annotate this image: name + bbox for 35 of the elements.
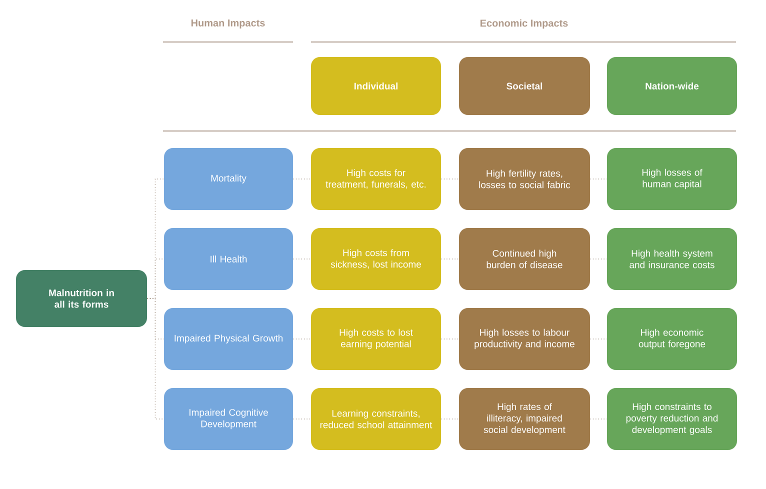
cost-box: High losses to labour productivity and income <box>459 308 590 370</box>
cost-box: High costs for treatment, funerals, etc. <box>311 148 441 210</box>
column-heading: Economic Impacts <box>480 19 568 29</box>
column-header-box: Individual <box>311 57 441 115</box>
connector-line <box>590 338 608 340</box>
column-heading: Human Impacts <box>191 20 265 28</box>
connector-line <box>590 418 608 420</box>
connector-line <box>292 258 312 260</box>
cost-box: High losses of human capital <box>607 148 737 210</box>
impact-box: Impaired Cognitive Development <box>164 388 293 450</box>
connector-line <box>440 258 460 260</box>
cost-box: High fertility rates, losses to social fabric <box>459 148 590 210</box>
column-header-box: Societal <box>459 57 590 115</box>
cost-box: Learning constraints, reduced school attainment <box>311 388 441 450</box>
connector-line <box>440 418 460 420</box>
connector-line <box>146 298 164 420</box>
connector-line <box>292 338 312 340</box>
connector-line <box>292 418 312 420</box>
cost-box: High costs to lost earning potential <box>311 308 441 370</box>
connector-line <box>440 178 460 180</box>
impact-box: Impaired Physical Growth <box>164 308 293 370</box>
cost-box: Continued high burden of disease <box>459 228 590 290</box>
connector-line <box>590 258 608 260</box>
cost-box: High economic output foregone <box>607 308 737 370</box>
cost-box: High costs from sickness, lost income <box>311 228 441 290</box>
cost-box: High rates of illiteracy, impaired social development <box>459 388 590 450</box>
impact-box: Mortality <box>164 148 293 210</box>
root-box: Malnutrition in all its forms <box>16 270 147 327</box>
column-header-box: Nation-wide <box>607 57 737 115</box>
connector-line <box>590 178 608 180</box>
impact-box: Ill Health <box>164 228 293 290</box>
cost-box: High constraints to poverty reduction and development goals <box>607 388 737 450</box>
cost-box: High health system and insurance costs <box>607 228 737 290</box>
connector-line <box>292 178 312 180</box>
connector-line <box>440 338 460 340</box>
